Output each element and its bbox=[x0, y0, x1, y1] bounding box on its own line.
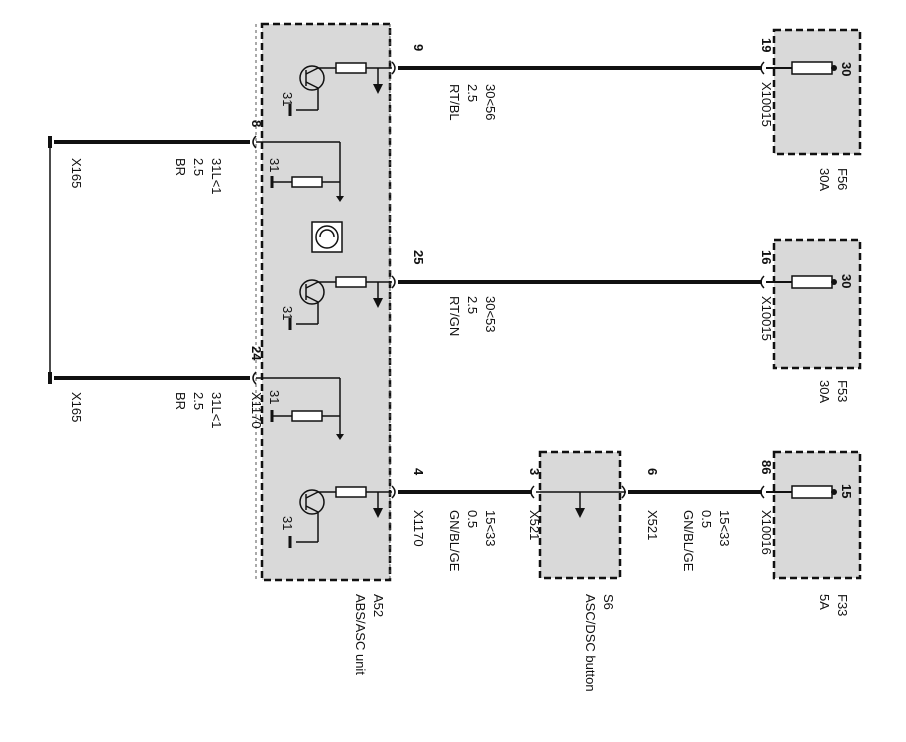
output-driver-2: 31 bbox=[280, 276, 392, 330]
a52-name-label: ABS/ASC unit bbox=[353, 594, 368, 675]
connector-label: X521 bbox=[645, 510, 660, 540]
color-label: GN/BL/GE bbox=[447, 510, 462, 572]
pin-3: 3 bbox=[527, 468, 542, 475]
f33-terminal: 15 bbox=[839, 484, 854, 498]
connector-label: X1170 bbox=[249, 392, 264, 429]
pin-16: 16 bbox=[759, 250, 774, 264]
fuse-f56: 30 F56 30A bbox=[766, 28, 862, 191]
f33-id-label: F33 bbox=[835, 594, 850, 616]
f33-rating-label: 5A bbox=[817, 594, 832, 610]
ground-label: 31 bbox=[267, 158, 282, 172]
sense-resistor-2: 31 bbox=[256, 377, 344, 440]
wire-15-33-b: 6 86 X521 X10016 15<33 0.5 GN/BL/GE bbox=[621, 460, 774, 572]
color-label: BR bbox=[173, 158, 188, 176]
wire-31l-1-a: 8 X165 31L<1 2.5 BR bbox=[48, 120, 264, 195]
gauge-label: 2.5 bbox=[191, 392, 206, 410]
switch-icon bbox=[536, 491, 626, 518]
f56-rating-label: 30A bbox=[817, 168, 832, 191]
pin-25: 25 bbox=[411, 250, 426, 264]
gauge-label: 0.5 bbox=[699, 510, 714, 528]
color-label: GN/BL/GE bbox=[681, 510, 696, 572]
gauge-label: 2.5 bbox=[191, 158, 206, 176]
pin-8: 8 bbox=[249, 120, 264, 127]
connector-label: X1170 bbox=[411, 510, 426, 547]
a52-id-label: A52 bbox=[371, 594, 386, 617]
pin-4: 4 bbox=[411, 468, 426, 476]
ground-label: 31 bbox=[267, 390, 282, 404]
circuit-label: 30<53 bbox=[483, 296, 498, 333]
connector-label: X10016 bbox=[759, 510, 774, 555]
wire-30-53: 25 16 X10015 30<53 2.5 RT/GN bbox=[391, 250, 774, 341]
ground-label: 31 bbox=[280, 92, 295, 106]
gauge-label: 0.5 bbox=[465, 510, 480, 528]
s6-name-label: ASC/DSC button bbox=[583, 594, 598, 692]
color-label: RT/GN bbox=[447, 296, 462, 336]
pin-19: 19 bbox=[759, 38, 774, 52]
connector-label: X10015 bbox=[759, 82, 774, 127]
f53-id-label: F53 bbox=[835, 380, 850, 402]
pin-86: 86 bbox=[759, 460, 774, 474]
ground-label: 31 bbox=[280, 516, 295, 530]
connector-label: X10015 bbox=[759, 296, 774, 341]
circuit-label: 31L<1 bbox=[209, 392, 224, 429]
f53-rating-label: 30A bbox=[817, 380, 832, 403]
f53-terminal: 30 bbox=[839, 274, 854, 288]
output-driver-3: 31 bbox=[280, 486, 392, 548]
ground-connector-label: X165 bbox=[69, 392, 84, 422]
wire-15-33-a: 4 3 X1170 X521 15<33 0.5 GN/BL/GE bbox=[391, 468, 542, 572]
pin-24: 24 bbox=[249, 346, 264, 361]
ground-connector-label: X165 bbox=[69, 158, 84, 188]
circuit-label: 15<33 bbox=[717, 510, 732, 547]
circuit-label: 15<33 bbox=[483, 510, 498, 547]
pin-6: 6 bbox=[645, 468, 660, 475]
gauge-label: 2.5 bbox=[465, 84, 480, 102]
f56-terminal: 30 bbox=[839, 62, 854, 76]
ground-label: 31 bbox=[280, 306, 295, 320]
f56-id-label: F56 bbox=[835, 168, 850, 190]
circuit-label: 30<56 bbox=[483, 84, 498, 121]
abs-asc-unit-box bbox=[260, 22, 392, 582]
color-label: RT/BL bbox=[447, 84, 462, 121]
circuit-label: 31L<1 bbox=[209, 158, 224, 195]
pin-9: 9 bbox=[411, 44, 426, 51]
pump-motor-icon bbox=[311, 221, 343, 253]
output-driver-1: 31 bbox=[280, 62, 392, 116]
s6-id-label: S6 bbox=[601, 594, 616, 610]
fuse-f33: 15 F33 5A bbox=[766, 450, 862, 616]
connector-label: X521 bbox=[527, 510, 542, 540]
sense-resistor-1: 31 bbox=[256, 141, 344, 202]
gauge-label: 2.5 bbox=[465, 296, 480, 314]
color-label: BR bbox=[173, 392, 188, 410]
wire-31l-1-b: 24 X1170 X165 31L<1 2.5 BR bbox=[48, 346, 264, 429]
fuse-f53: 30 F53 30A bbox=[766, 238, 862, 403]
wire-30-56: 9 19 X10015 30<56 2.5 RT/BL bbox=[391, 38, 774, 127]
